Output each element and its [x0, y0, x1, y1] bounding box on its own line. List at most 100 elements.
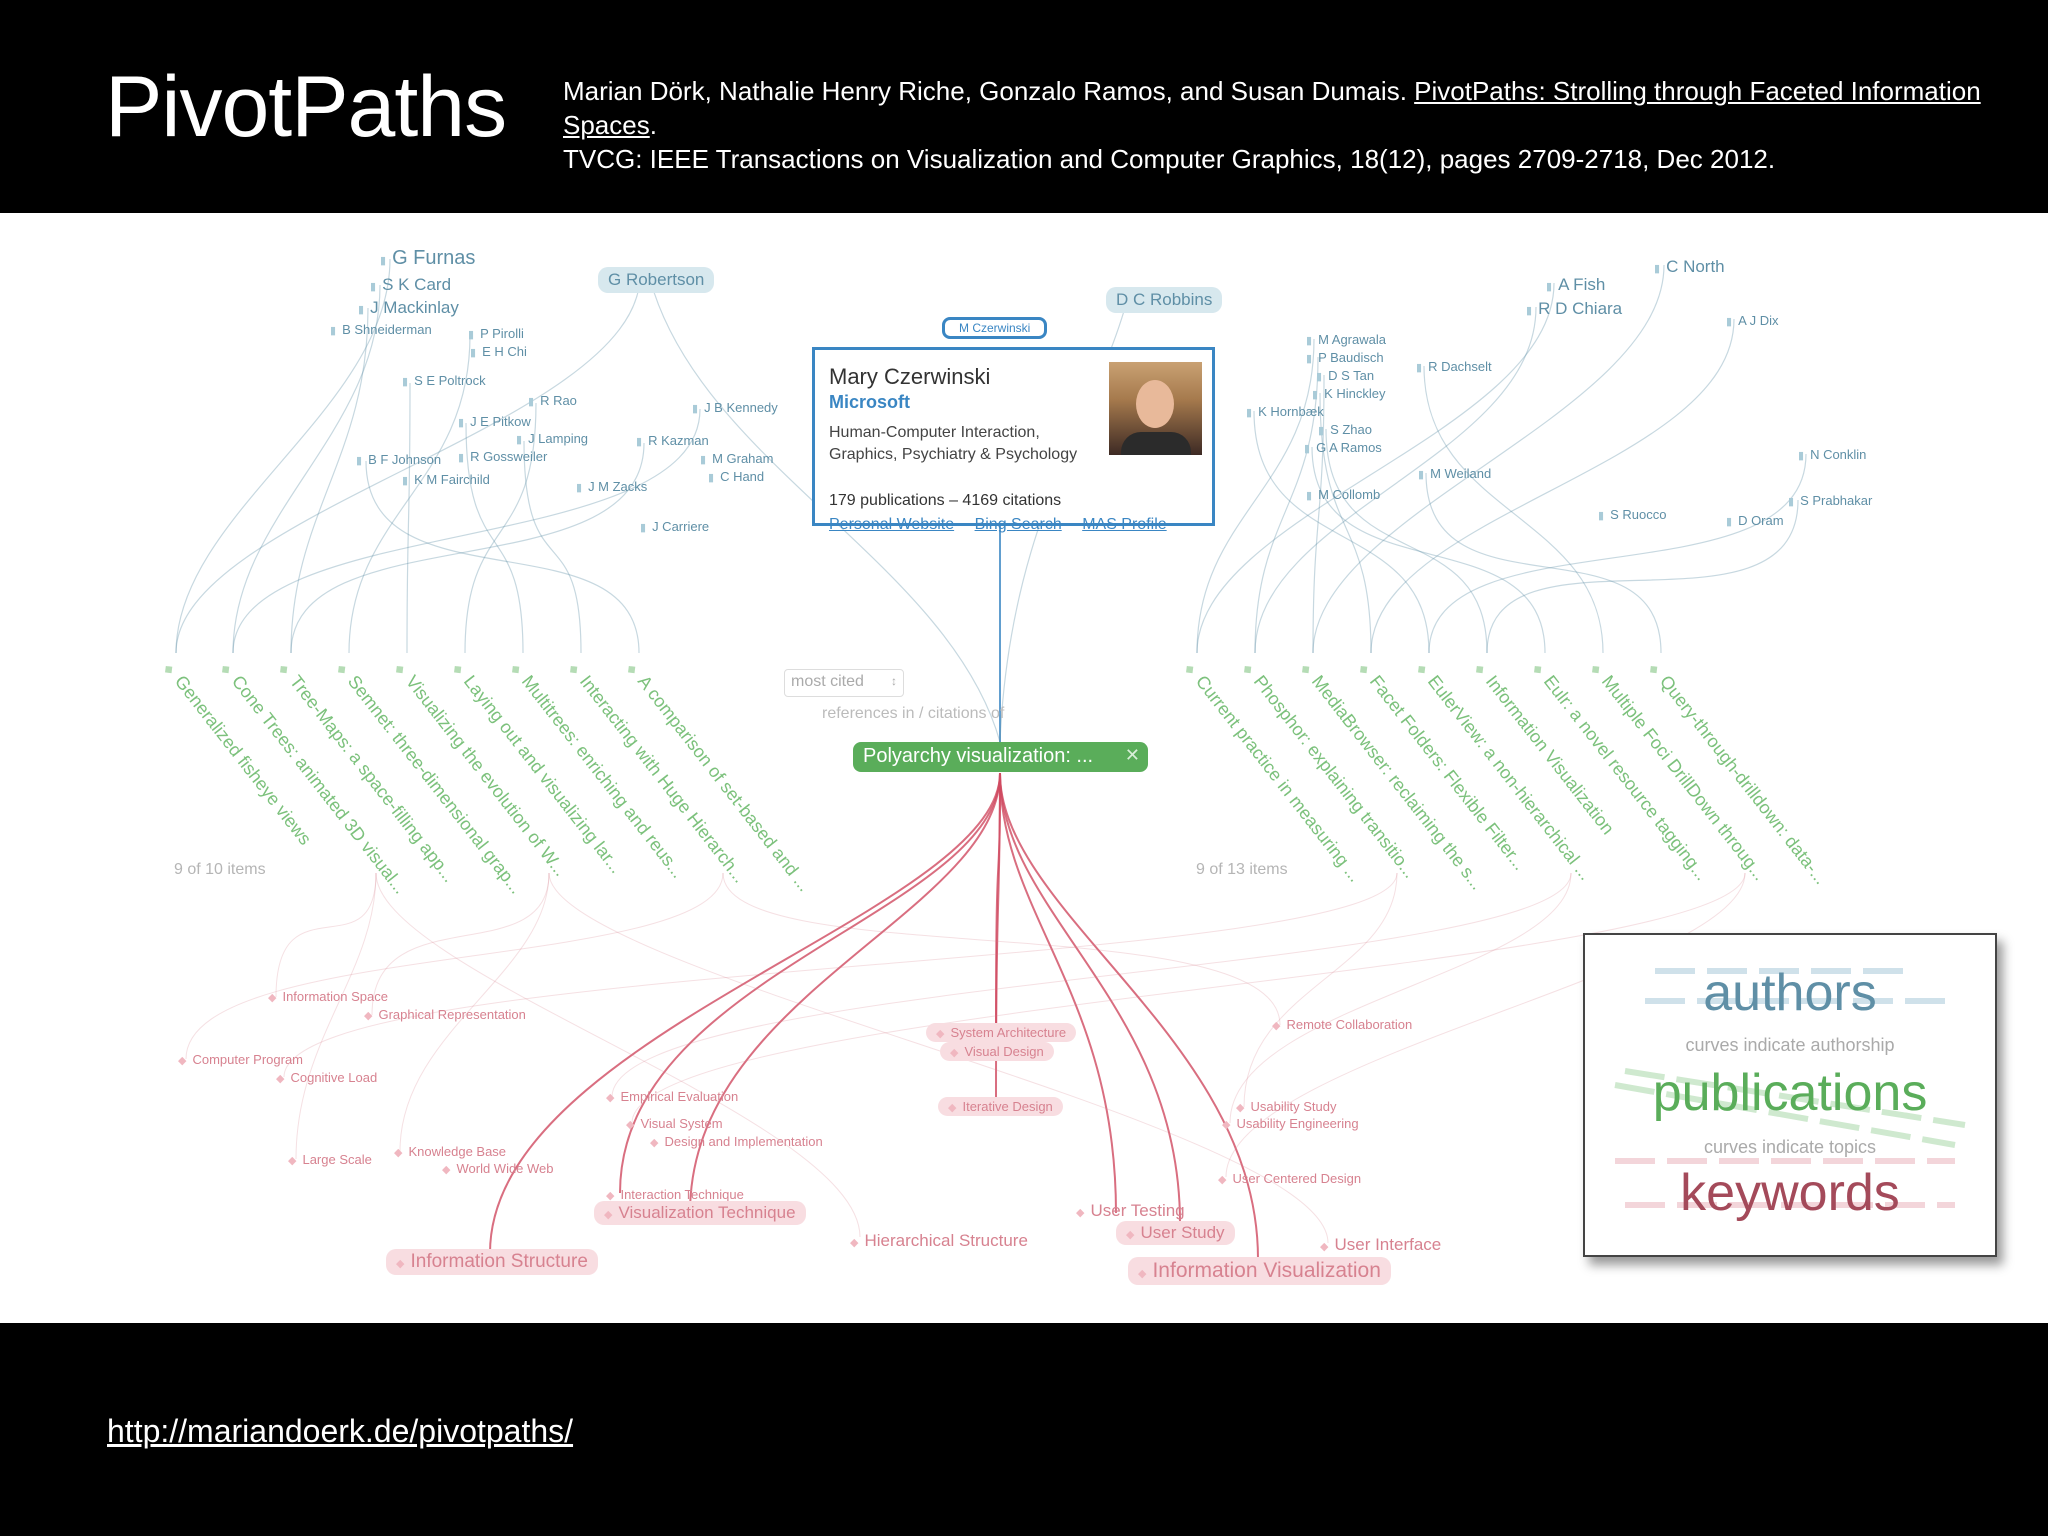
keyword-node[interactable]: System Architecture: [926, 1023, 1077, 1042]
keyword-node[interactable]: Large Scale: [288, 1152, 371, 1167]
connection-curve: [275, 872, 377, 998]
close-icon[interactable]: ✕: [1124, 745, 1140, 765]
author-node[interactable]: S Ruocco: [1598, 507, 1666, 522]
connection-curve: [1425, 472, 1662, 654]
keyword-node[interactable]: User Centered Design: [1218, 1171, 1361, 1186]
author-node[interactable]: P Pirolli: [468, 326, 524, 341]
keyword-node[interactable]: Visual System: [626, 1116, 722, 1131]
author-node[interactable]: D Oram: [1726, 513, 1784, 528]
legend-stroke: [1624, 1068, 1966, 1128]
author-node[interactable]: G Furnas: [380, 247, 475, 270]
mas-profile-link[interactable]: MAS Profile: [1082, 516, 1167, 533]
connection-curve: [232, 284, 381, 654]
author-node[interactable]: M Agrawala: [1306, 332, 1386, 347]
connection-curve: [1229, 872, 1572, 1124]
author-node[interactable]: S Prabhakar: [1788, 493, 1872, 508]
keyword-node[interactable]: Usability Study: [1236, 1099, 1336, 1114]
author-node[interactable]: J Mackinlay: [358, 298, 459, 318]
connection-curve: [1312, 264, 1665, 654]
author-node[interactable]: M Graham: [700, 451, 773, 466]
keyword-node[interactable]: Cognitive Load: [276, 1070, 377, 1085]
author-node[interactable]: J Carriere: [640, 519, 709, 534]
legend-publications-caption: curves indicate topics: [1703, 1137, 1877, 1157]
author-links: Personal Website Bing Search MAS Profile: [829, 516, 1183, 534]
author-node[interactable]: A J Dix: [1726, 313, 1778, 328]
keyword-node[interactable]: User Testing: [1076, 1201, 1184, 1221]
keyword-node[interactable]: Design and Implementation: [650, 1134, 822, 1149]
keyword-node[interactable]: User Study: [1116, 1221, 1235, 1245]
keyword-node[interactable]: Information Space: [268, 989, 388, 1004]
keyword-node[interactable]: Information Visualization: [1128, 1257, 1391, 1285]
connection-curve: [999, 772, 1181, 1224]
legend-keywords: keywords: [1680, 1164, 1900, 1222]
author-node[interactable]: R Dachselt: [1416, 359, 1492, 374]
connection-curve: [232, 408, 701, 654]
keyword-node[interactable]: Computer Program: [178, 1052, 303, 1067]
sort-dropdown[interactable]: most cited ↕: [784, 669, 904, 697]
author-node[interactable]: K Hinckley: [1312, 386, 1385, 401]
author-node-highlighted[interactable]: G Robertson: [598, 267, 715, 293]
project-url-link[interactable]: http://mariandoerk.de/pivotpaths/: [107, 1413, 574, 1449]
author-node[interactable]: J Lamping: [516, 431, 588, 446]
author-node[interactable]: G A Ramos: [1304, 440, 1382, 455]
author-node[interactable]: S E Poltrock: [402, 373, 486, 388]
author-node[interactable]: K M Fairchild: [402, 472, 490, 487]
author-topics: Human-Computer Interaction, Graphics, Ps…: [829, 424, 1078, 463]
bing-search-link[interactable]: Bing Search: [974, 516, 1062, 533]
keyword-node[interactable]: Usability Engineering: [1222, 1116, 1358, 1131]
keyword-node[interactable]: Remote Collaboration: [1272, 1017, 1412, 1032]
author-node[interactable]: S Zhao: [1318, 422, 1372, 437]
connection-curve: [619, 772, 1001, 1194]
author-node[interactable]: P Baudisch: [1306, 350, 1384, 365]
author-node[interactable]: S K Card: [370, 275, 451, 295]
author-node[interactable]: B F Johnson: [356, 452, 441, 467]
author-node[interactable]: A Fish: [1546, 275, 1605, 295]
author-node[interactable]: R Kazman: [636, 433, 709, 448]
keyword-node[interactable]: Visual Design: [940, 1042, 1054, 1061]
connection-curve: [631, 872, 1746, 1124]
legend-decoration: [1614, 968, 1966, 1208]
author-node[interactable]: M Collomb: [1306, 487, 1380, 502]
legend-inset: authors curves indicate authorship publi…: [1583, 933, 1997, 1257]
author-tag-selected[interactable]: M Czerwinski: [942, 317, 1048, 339]
keyword-node[interactable]: Graphical Representation: [364, 1007, 525, 1022]
author-node[interactable]: K Hornbæk: [1246, 404, 1324, 419]
keyword-node[interactable]: Hierarchical Structure: [850, 1231, 1027, 1251]
keyword-node[interactable]: Empirical Evaluation: [606, 1089, 738, 1104]
keyword-node[interactable]: Visualization Technique: [594, 1201, 806, 1225]
connection-curve: [1428, 453, 1807, 654]
keyword-node[interactable]: Interaction Technique: [606, 1187, 743, 1202]
author-node[interactable]: C North: [1654, 257, 1725, 277]
references-toggle[interactable]: references in / citations of: [822, 705, 1005, 722]
author-node[interactable]: J M Zacks: [576, 479, 647, 494]
author-node[interactable]: M Weiland: [1418, 466, 1491, 481]
connection-curve: [1370, 318, 1735, 654]
connection-curve: [489, 772, 1001, 1254]
keyword-node[interactable]: Iterative Design: [938, 1097, 1063, 1116]
author-node[interactable]: B Shneiderman: [330, 322, 432, 337]
connection-curve: [348, 334, 471, 654]
author-node[interactable]: J B Kennedy: [692, 400, 778, 415]
author-node[interactable]: D S Tan: [1316, 368, 1374, 383]
connection-curve: [548, 872, 1329, 1244]
keyword-node[interactable]: Information Structure: [386, 1249, 598, 1275]
chevron-updown-icon: ↕: [891, 674, 897, 688]
connection-curve: [722, 872, 1281, 1026]
keyword-node[interactable]: User Interface: [1320, 1235, 1441, 1255]
connection-curve: [185, 872, 724, 1060]
personal-website-link[interactable]: Personal Website: [829, 516, 955, 533]
author-node[interactable]: R D Chiara: [1526, 299, 1622, 319]
author-node[interactable]: N Conklin: [1798, 447, 1866, 462]
keyword-node[interactable]: Knowledge Base: [394, 1144, 506, 1159]
keyword-node[interactable]: World Wide Web: [442, 1161, 553, 1176]
connection-curve: [290, 307, 369, 654]
author-node[interactable]: R Rao: [528, 393, 577, 408]
connection-curve: [1253, 410, 1430, 654]
paper-link[interactable]: PivotPaths: Strolling through Faceted In…: [563, 76, 1981, 140]
author-node[interactable]: C Hand: [708, 469, 764, 484]
author-node[interactable]: R Gossweiler: [458, 449, 547, 464]
author-node[interactable]: J E Pitkow: [458, 414, 531, 429]
author-node-highlighted[interactable]: D C Robbins: [1106, 287, 1223, 313]
selected-publication[interactable]: Polyarchy visualization: ... ✕: [853, 742, 1148, 772]
author-node[interactable]: E H Chi: [470, 344, 527, 359]
